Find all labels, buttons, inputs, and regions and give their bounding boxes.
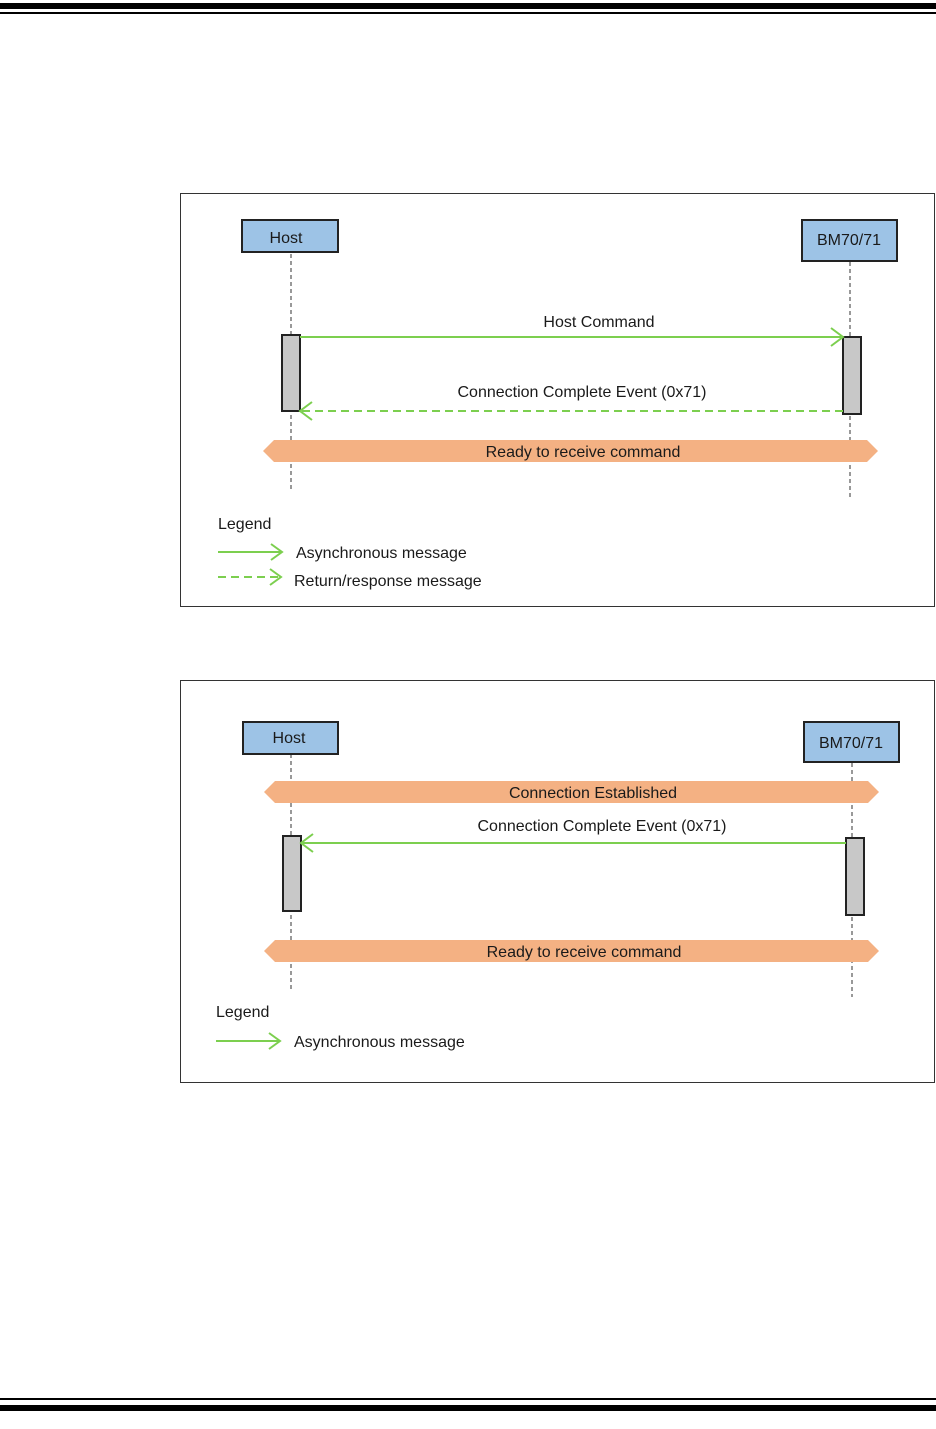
host-participant: Host	[241, 219, 339, 253]
message-host-command-label: Host Command	[543, 314, 654, 331]
host-participant-label: Host	[270, 230, 303, 247]
footer-rule-thin	[0, 1398, 936, 1400]
legend-item-return-response: Return/response message	[218, 568, 482, 590]
legend-item-asynchronous-label: Asynchronous message	[296, 545, 467, 562]
band-ready-label: Ready to receive command	[487, 944, 682, 961]
message-connection-complete-event: Connection Complete Event (0x71)	[299, 818, 846, 853]
bm70-participant: BM70/71	[803, 721, 900, 763]
sequence-diagram-host-command: Host BM70/71 Host Command Connection Com…	[180, 193, 935, 607]
message-connection-complete-label: Connection Complete Event (0x71)	[477, 818, 726, 835]
sequence-diagram-connection-established: Host BM70/71 Connection Established Conn…	[180, 680, 935, 1083]
band-ready-to-receive: Ready to receive command	[264, 940, 879, 962]
host-activation	[282, 835, 302, 912]
message-host-command: Host Command	[300, 314, 845, 347]
diagram-2-canvas: Host BM70/71 Connection Established Conn…	[216, 721, 900, 1051]
legend: Legend Asynchronous message Return/respo…	[218, 516, 482, 590]
message-connection-complete-label: Connection Complete Event (0x71)	[457, 384, 706, 401]
legend-title: Legend	[216, 1004, 269, 1021]
band-connection-established-label: Connection Established	[509, 785, 677, 802]
bm70-participant-label: BM70/71	[819, 735, 883, 752]
header-rule-thin	[0, 12, 936, 14]
legend-item-return-label: Return/response message	[294, 573, 482, 590]
bm70-activation	[842, 336, 862, 415]
header-rule-thick	[0, 3, 936, 9]
host-participant-label: Host	[273, 730, 306, 747]
band-connection-established: Connection Established	[264, 781, 879, 803]
legend: Legend Asynchronous message	[216, 1004, 465, 1051]
legend-title: Legend	[218, 516, 271, 533]
band-ready-label: Ready to receive command	[486, 444, 681, 461]
legend-item-asynchronous-label: Asynchronous message	[294, 1034, 465, 1051]
message-connection-complete-event: Connection Complete Event (0x71)	[298, 384, 843, 421]
host-activation	[281, 334, 301, 412]
legend-item-asynchronous: Asynchronous message	[216, 1032, 465, 1051]
bm70-participant: BM70/71	[801, 219, 898, 262]
legend-item-asynchronous: Asynchronous message	[218, 543, 467, 562]
band-ready-to-receive: Ready to receive command	[263, 440, 878, 462]
bm70-activation	[845, 837, 865, 916]
bm70-participant-label: BM70/71	[817, 232, 881, 249]
footer-rule-thick	[0, 1405, 936, 1411]
host-participant: Host	[242, 721, 339, 755]
diagram-1-canvas: Host BM70/71 Host Command Connection Com…	[218, 219, 898, 590]
